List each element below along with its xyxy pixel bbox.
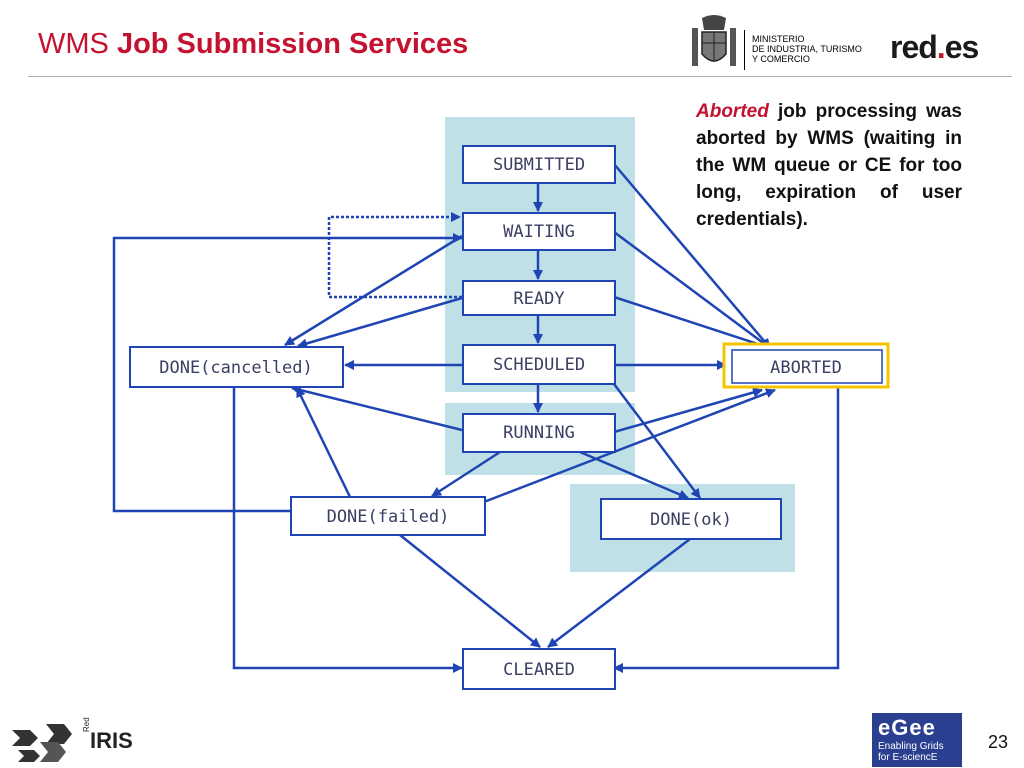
- node-done-cancelled: DONE(cancelled): [129, 346, 344, 388]
- red-es-logo: red.es: [890, 29, 980, 66]
- node-cleared: CLEARED: [462, 648, 616, 690]
- arrow-waiting-aborted: [613, 230, 771, 350]
- egee-tagline: Enabling Grids for E-sciencE: [878, 741, 944, 763]
- arrow-submitted-aborted: [613, 163, 771, 349]
- ministry-label: MINISTERIO DE INDUSTRIA, TURISMO Y COMER…: [752, 34, 862, 64]
- brand-part1: red: [890, 29, 938, 65]
- egee-wordmark: eGee: [878, 715, 936, 740]
- ministry-divider: [744, 30, 745, 70]
- brand-dot: .: [936, 29, 946, 65]
- svg-text:SUBMITTED: SUBMITTED: [493, 155, 585, 175]
- arrow-failed-aborted: [475, 388, 776, 507]
- arrow-ok-cleared: [547, 538, 691, 648]
- ministry-line: DE INDUSTRIA, TURISMO: [752, 44, 862, 54]
- svg-text:CLEARED: CLEARED: [503, 660, 575, 680]
- ministry-line: MINISTERIO: [752, 34, 805, 44]
- arrow-failed-cleared: [399, 534, 541, 648]
- coat-of-arms-icon: [692, 15, 736, 66]
- node-running: RUNNING: [462, 413, 616, 453]
- aborted-description: Aborted job processing was aborted by WM…: [696, 98, 962, 233]
- egee-line2: for E-sciencE: [878, 752, 938, 763]
- node-ready: READY: [462, 280, 616, 316]
- header-divider: [28, 76, 1012, 77]
- arrow-ready-cancelled: [297, 296, 463, 349]
- node-aborted: ABORTED: [722, 342, 890, 389]
- rediris-label: IRIS: [90, 728, 133, 753]
- ministry-line: Y COMERCIO: [752, 54, 810, 64]
- svg-text:RUNNING: RUNNING: [503, 423, 575, 443]
- slide-title: WMS Job Submission Services: [38, 28, 468, 61]
- svg-text:READY: READY: [513, 289, 564, 309]
- svg-text:WAITING: WAITING: [503, 222, 575, 242]
- arrow-running-ok: [579, 450, 689, 500]
- node-done-failed: DONE(failed): [290, 496, 486, 536]
- svg-text:DONE(cancelled): DONE(cancelled): [159, 358, 313, 378]
- page-number: 23: [988, 732, 1009, 752]
- description-text: job processing was aborted by WMS (waiti…: [696, 101, 963, 230]
- title-main: Job Submission Services: [116, 28, 469, 60]
- svg-text:DONE(failed): DONE(failed): [327, 507, 450, 527]
- arrow-running-aborted: [613, 387, 763, 434]
- arrow-ready-waiting-dotted: [327, 212, 462, 299]
- node-scheduled: SCHEDULED: [462, 344, 616, 385]
- node-done-ok: DONE(ok): [600, 498, 782, 540]
- arrow-cancelled-cleared: [232, 387, 463, 673]
- svg-text:DONE(ok): DONE(ok): [650, 510, 732, 530]
- description-keyword: Aborted: [696, 101, 769, 122]
- arrow-running-failed: [431, 450, 501, 498]
- node-submitted: SUBMITTED: [462, 145, 616, 184]
- arrow-failed-cancelled: [295, 387, 352, 498]
- arrow-failed-waiting: [112, 233, 463, 513]
- svg-text:ABORTED: ABORTED: [770, 358, 842, 378]
- arrow-scheduled-ok: [613, 383, 701, 499]
- title-prefix: WMS: [38, 28, 109, 60]
- egee-line1: Enabling Grids: [878, 741, 944, 752]
- svg-text:SCHEDULED: SCHEDULED: [493, 355, 585, 375]
- brand-part2: es: [944, 29, 980, 65]
- rediris-logo-icon: [12, 724, 72, 762]
- arrow-aborted-cleared: [613, 387, 840, 673]
- arrow-running-cancelled: [291, 385, 463, 432]
- arrow-ready-aborted: [613, 295, 771, 350]
- egee-logo: eGee Enabling Grids for E-sciencE: [872, 713, 962, 767]
- arrow-waiting-cancelled: [284, 234, 463, 347]
- node-waiting: WAITING: [462, 212, 616, 251]
